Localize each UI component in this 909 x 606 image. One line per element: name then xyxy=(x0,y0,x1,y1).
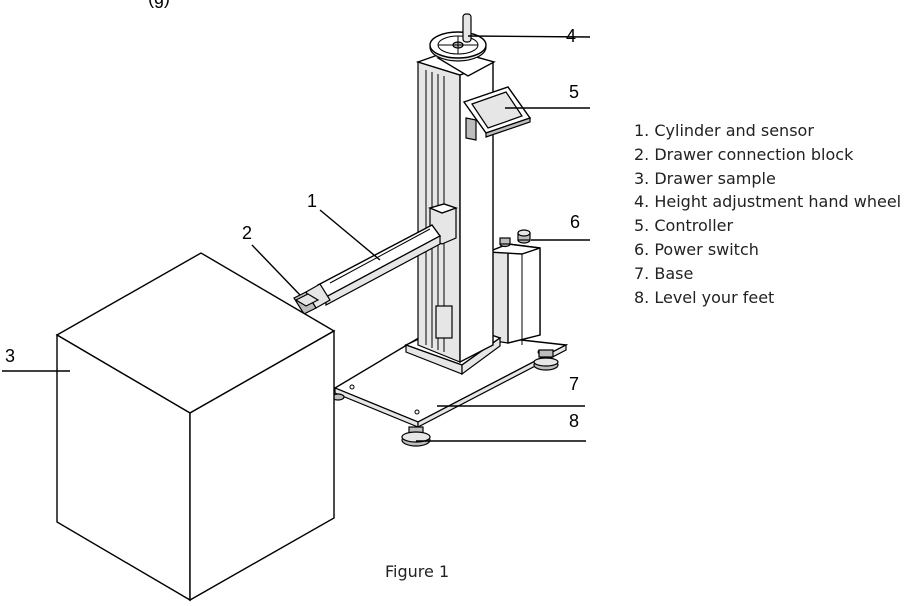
callout-2: 2 xyxy=(242,223,252,243)
callout-6: 6 xyxy=(570,212,580,232)
power-box xyxy=(487,229,541,345)
legend-item: 5. Controller xyxy=(634,216,734,236)
header-fragment: (g) xyxy=(148,0,170,8)
callout-3: 3 xyxy=(5,346,15,366)
callout-1: 1 xyxy=(307,191,317,211)
callout-8: 8 xyxy=(569,411,579,431)
callout-5: 5 xyxy=(569,82,579,102)
legend-item: 2. Drawer connection block xyxy=(634,144,854,164)
controller-screen xyxy=(462,86,532,141)
figure-caption: Figure 1 xyxy=(385,562,450,581)
leader-lines xyxy=(2,35,591,442)
legend-item: 7. Base xyxy=(634,263,694,283)
legend-item: 4. Height adjustment hand wheel xyxy=(634,192,902,212)
callout-7: 7 xyxy=(569,374,579,394)
parts-legend: 1. Cylinder and sensor 2. Drawer connect… xyxy=(634,119,901,309)
legend-item: 1. Cylinder and sensor xyxy=(634,121,814,140)
leveling-feet xyxy=(331,349,559,447)
callout-4: 4 xyxy=(566,26,576,46)
cylinder-arm xyxy=(293,224,442,315)
drawer-sample-box xyxy=(55,252,336,602)
hand-wheel xyxy=(429,13,496,77)
legend-item: 8. Level your feet xyxy=(634,287,775,307)
legend-item: 6. Power switch xyxy=(634,239,759,259)
legend-item: 3. Drawer sample xyxy=(634,168,776,188)
